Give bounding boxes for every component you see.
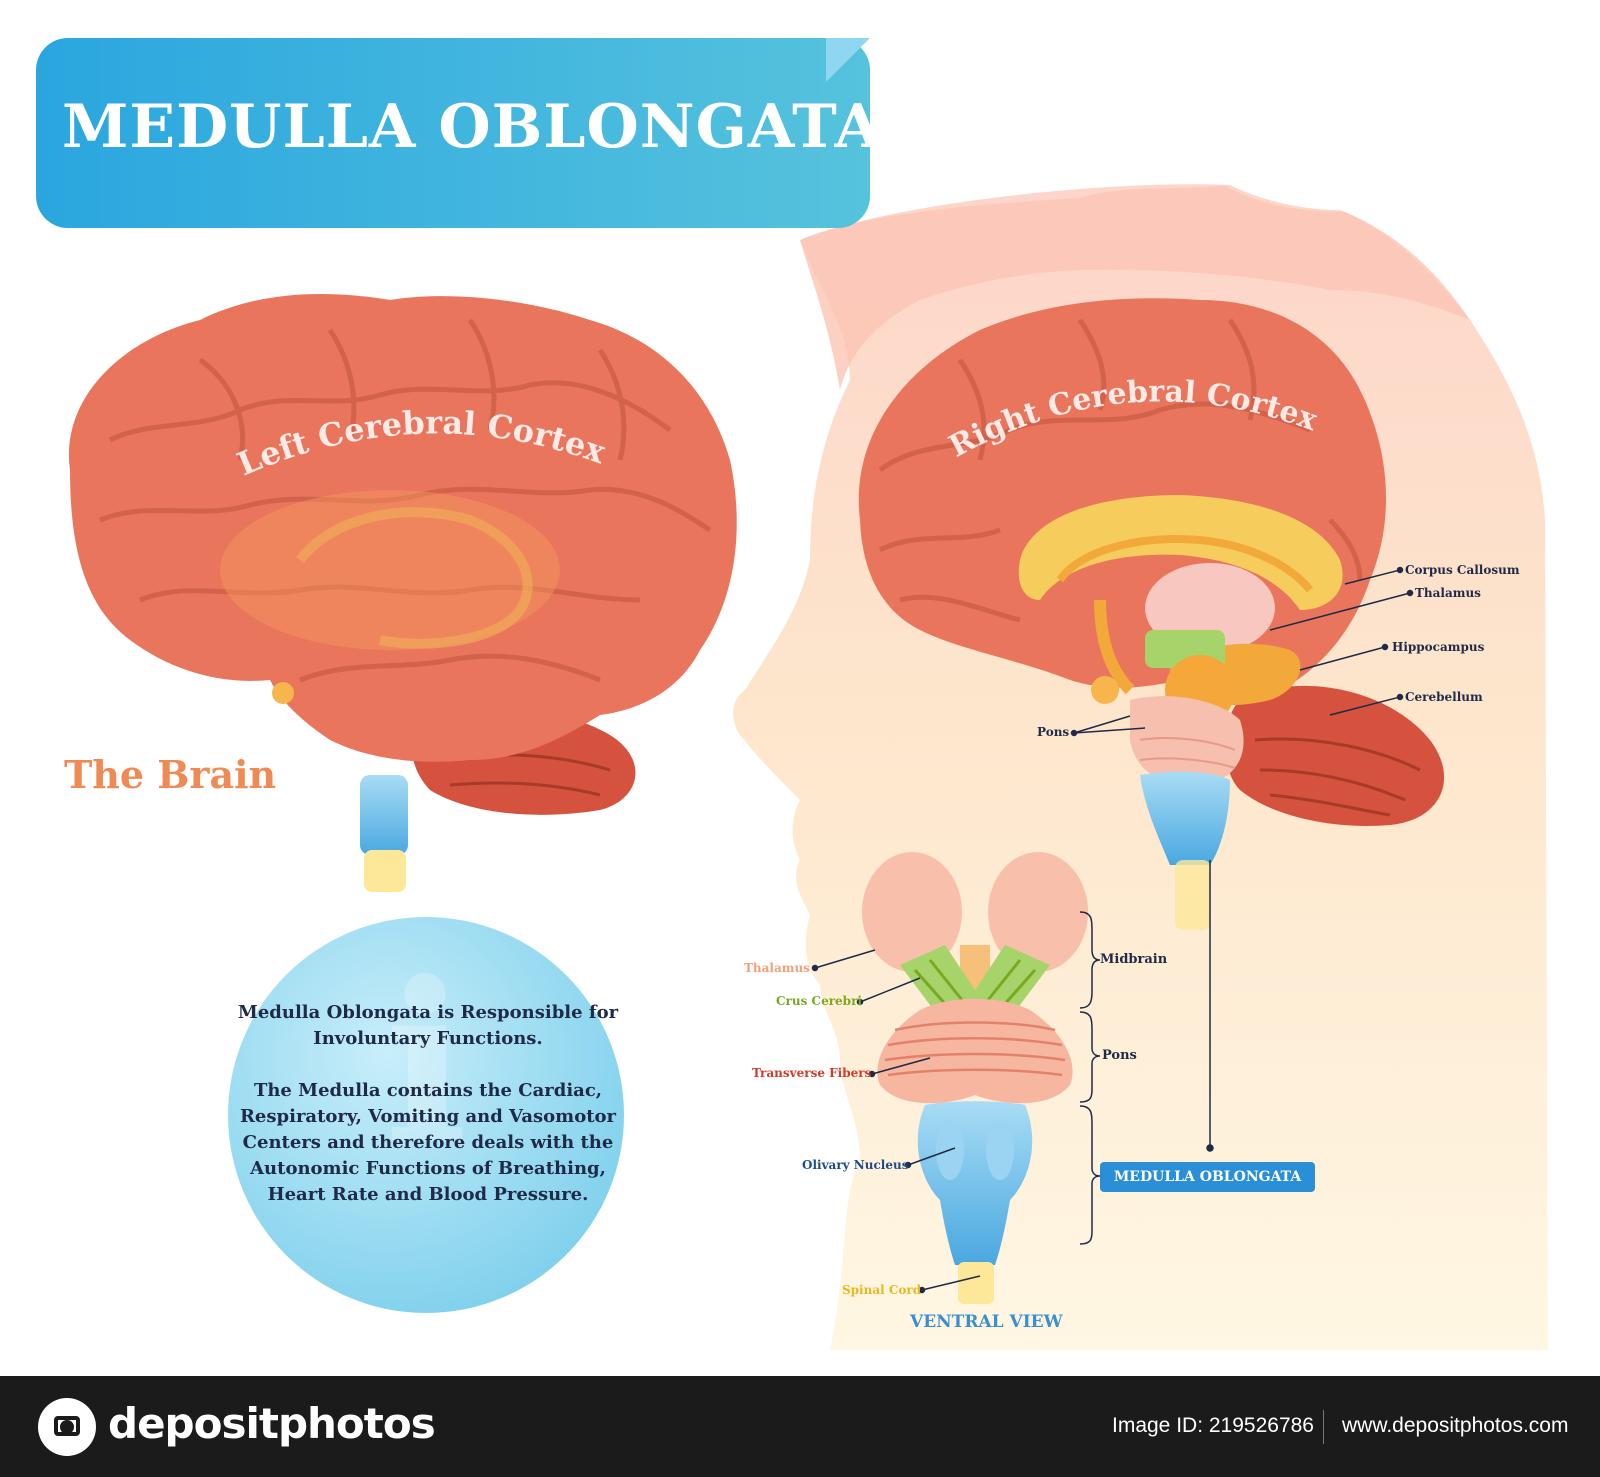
ventral-spinal-cord — [958, 1262, 994, 1304]
label-corpus-callosum: Corpus Callosum — [1405, 563, 1520, 577]
label-pons: Pons — [1037, 725, 1070, 739]
right-medulla — [1140, 771, 1230, 865]
right-brain-leaders — [1070, 566, 1414, 1152]
info-paragraph-2: The Medulla contains the Cardiac, Respir… — [239, 1080, 617, 1205]
footer-site-link[interactable]: www.depositphotos.com — [1342, 1414, 1569, 1437]
corpus-callosum — [1018, 495, 1343, 610]
footer-divider — [1323, 1410, 1324, 1444]
info-paragraph-1: Medulla Oblongata is Responsible for Inv… — [237, 1002, 619, 1049]
label-hippocampus: Hippocampus — [1392, 640, 1485, 654]
the-brain-caption: The Brain — [64, 752, 277, 797]
ventral-label-thalamus: Thalamus — [744, 961, 810, 975]
ventral-view — [862, 852, 1088, 1304]
info-text: Medulla Oblongata is Responsible for Inv… — [228, 1000, 628, 1234]
footer-logo-text: depositphotos — [108, 1399, 436, 1448]
right-cerebellum — [1225, 685, 1445, 826]
camera-logo-icon — [38, 1398, 96, 1456]
info-circle — [228, 917, 624, 1313]
label-cerebellum: Cerebellum — [1405, 690, 1483, 704]
bracket-label-pons: Pons — [1102, 1048, 1137, 1063]
ventral-thalamus-left — [862, 852, 962, 972]
bracket-label-midbrain: Midbrain — [1100, 952, 1168, 967]
infographic-canvas: i Left Cerebral Cortex Right Cerebral Co… — [36, 38, 1548, 1351]
footer-bar — [0, 1376, 1600, 1477]
ventral-label-transverse-fibers: Transverse Fibers — [752, 1066, 872, 1080]
footer-image-id: Image ID: 219526786 — [1112, 1414, 1314, 1437]
medulla-oblongata-badge: MEDULLA OBLONGATA — [1100, 1162, 1315, 1192]
label-thalamus: Thalamus — [1415, 586, 1481, 600]
ventral-thalamus-right — [988, 852, 1088, 972]
info-i-watermark: i — [384, 933, 468, 1192]
illustration-layer: i Left Cerebral Cortex Right Cerebral Co… — [68, 184, 1548, 1351]
page-title: MEDULLA OBLONGATA — [62, 92, 883, 162]
left-medulla — [360, 775, 408, 855]
ventral-view-caption: VENTRAL VIEW — [910, 1312, 1063, 1332]
left-brain — [68, 294, 737, 892]
head-hair — [800, 186, 1470, 390]
right-spinal-cord — [1175, 860, 1211, 930]
ventral-leaders — [811, 949, 981, 1294]
title-banner-fold — [826, 38, 870, 82]
left-spinal-cord — [364, 850, 406, 892]
ventral-label-spinal-cord: Spinal Cord — [842, 1283, 922, 1297]
right-brain — [858, 298, 1445, 930]
ventral-label-olivary-nucleus: Olivary Nucleus — [802, 1158, 909, 1172]
title-banner — [36, 38, 870, 228]
ventral-label-crus-cerebri: Crus Cerebri — [776, 994, 862, 1008]
